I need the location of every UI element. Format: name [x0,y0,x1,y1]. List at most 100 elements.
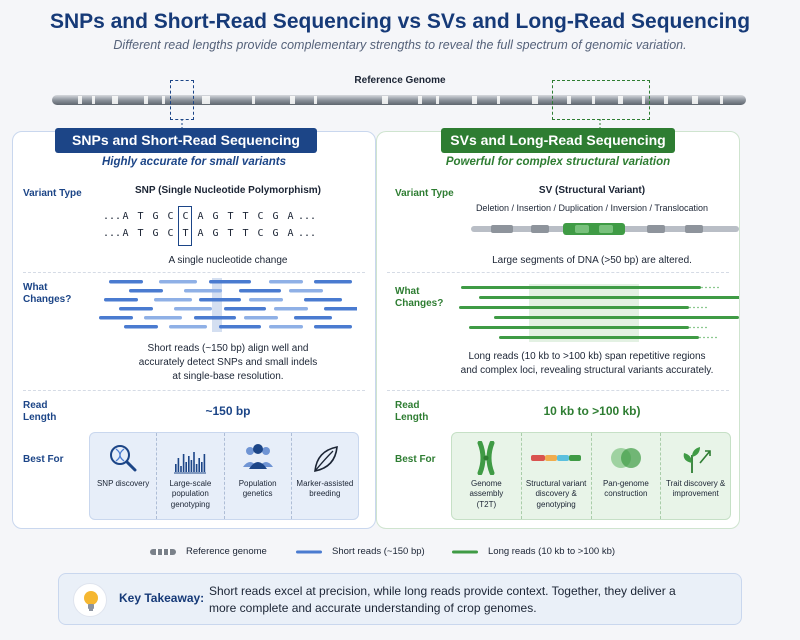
plot-bar [201,462,203,472]
genome-band [314,96,317,104]
long-read-subheading: Powerful for complex structural variatio… [445,156,671,168]
plot-bar [180,466,183,472]
plot-bar [185,462,188,472]
snp-caption: A single nucleotide change [168,255,288,266]
legend-item-short: Short reads (~150 bp) [296,546,425,557]
reference-genome-bar [52,95,746,105]
sv-title: SV (Structural Variant) [538,185,646,196]
genome-band [692,96,698,104]
short-reads-pileup [99,278,357,332]
long-read-panel: SVs and Long-Read Sequencing Powerful fo… [376,128,740,529]
plot-bar [177,458,180,472]
short-read [269,325,303,329]
snp-highlight-box [178,206,192,246]
short-read [99,316,133,320]
best-for-item: SNP discovery [90,433,156,519]
short-read [239,289,281,293]
genome-band [162,96,165,104]
short-read-length: ~150 bp [205,404,251,418]
long-read [479,296,739,299]
short-read [109,280,143,284]
plot-bar [196,464,198,472]
legend: Reference genome Short reads (~150 bp) L… [150,546,670,560]
genome-band [664,96,668,104]
short-read [199,298,241,302]
short-read [289,289,323,293]
sv-chromosome-segment [471,223,739,235]
key-takeaway-text: Short reads excel at precision, while lo… [209,584,676,616]
short-read [154,298,192,302]
plot-bar [193,452,196,472]
short-read [244,316,278,320]
divider [23,272,365,273]
plot-bar [203,454,206,472]
short-read [294,316,332,320]
genome-band [472,96,477,104]
key-takeaway-label: Key Takeaway: [119,591,205,605]
short-read [104,298,138,302]
read-length-label: Read Length [395,400,429,423]
legend-item-reference: Reference genome [150,546,267,557]
short-read-subheading: Highly accurate for small variants [101,156,287,168]
best-for-label: Best For [395,454,436,465]
genome-band [618,96,623,104]
magnifier-dna-icon [110,445,137,472]
chromosome-icon [477,441,495,475]
short-read [124,325,158,329]
what-changes-label: What Changes? [395,286,444,309]
short-read [119,307,153,311]
short-read [169,325,207,329]
page-subtitle: Different read lengths provide complemen… [113,38,687,52]
page-title: SNPs and Short-Read Sequencing vs SVs an… [49,10,751,33]
long-read [459,306,689,309]
short-read [269,280,303,284]
divider [387,390,729,391]
genome-band [112,96,118,104]
sv-region-highlight [552,80,650,120]
genome-band [720,96,723,104]
genome-band [567,96,571,104]
genome-band [418,96,422,104]
snp-title: SNP (Single Nucleotide Polymorphism) [135,185,321,196]
short-read [219,325,261,329]
genome-band [436,96,439,104]
genome-band [642,96,645,104]
long-read-heading: SVs and Long-Read Sequencing [441,128,675,153]
plant-growth-icon [683,447,711,473]
genome-band [290,96,295,104]
snp-region-highlight [170,80,194,120]
genome-band [532,96,538,104]
plot-bar [190,460,193,472]
people-icon [242,444,273,469]
plot-bar [198,458,201,472]
short-read [314,280,352,284]
long-read [499,336,699,339]
long-read-swatch [452,550,478,553]
lightbulb-icon [73,583,107,617]
genome-band [92,96,95,104]
reference-genome-label: Reference Genome [354,75,446,86]
plot-bar [183,454,185,472]
genome-band [202,96,210,104]
short-read [184,289,222,293]
short-read [224,307,266,311]
long-read-description: Long reads (10 kb to >100 kb) span repet… [460,351,714,376]
short-read [144,316,182,320]
genome-band [78,96,82,104]
short-read-description: Short reads (~150 bp) align well and acc… [138,343,318,382]
short-read [324,307,357,311]
